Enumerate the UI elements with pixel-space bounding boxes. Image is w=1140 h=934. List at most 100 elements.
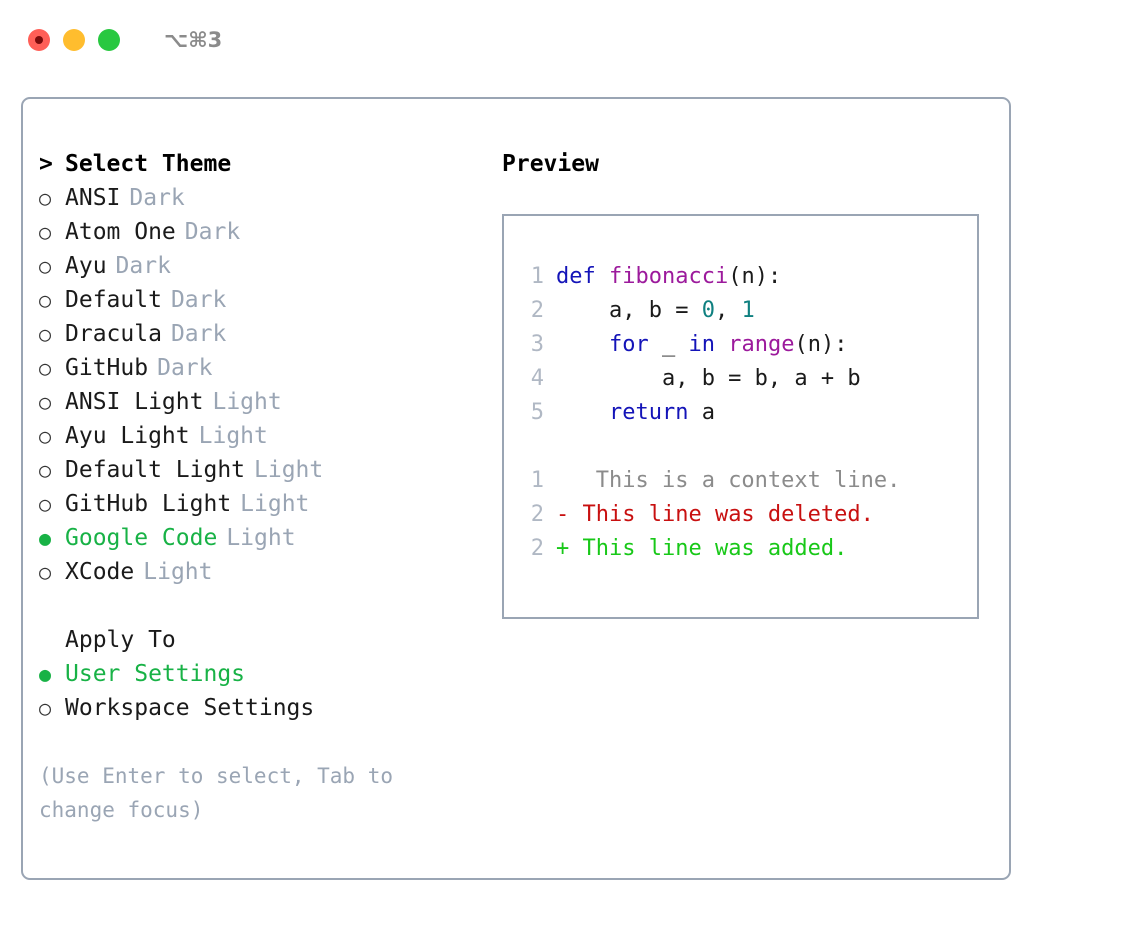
code-token: ,	[714, 298, 742, 323]
diff-marker	[556, 464, 569, 498]
keyboard-shortcut-label: ⌥⌘3	[164, 28, 223, 52]
code-token	[556, 396, 609, 430]
theme-option-tag: Dark	[115, 253, 171, 279]
code-token: a, b = b, a + b	[556, 366, 861, 391]
diff-marker: +	[556, 536, 570, 561]
code-token: range	[728, 332, 795, 357]
apply-to-option-label: User Settings	[65, 661, 246, 687]
diff-text: This line was added.	[569, 536, 848, 561]
window-titlebar: ⌥⌘3	[0, 0, 1140, 80]
theme-option-tag: Dark	[129, 185, 185, 211]
theme-option-tag: Light	[226, 525, 296, 551]
apply-to-option-label: Workspace Settings	[65, 695, 315, 721]
theme-option-label: Google Code	[65, 525, 218, 551]
close-dot-icon	[35, 36, 43, 44]
caret-icon: >	[39, 151, 53, 177]
diff-line-1: 2- This line was deleted.	[504, 498, 977, 532]
select-theme-label: Select Theme	[65, 151, 232, 177]
code-token: for	[608, 332, 649, 357]
radio-unselected-icon: ○	[39, 696, 52, 720]
theme-option-label: Atom One	[65, 219, 176, 245]
line-number: 3	[530, 332, 544, 357]
line-number: 2	[530, 536, 544, 561]
preview-title: Preview	[502, 151, 599, 177]
theme-option-label: ANSI Light	[65, 389, 204, 415]
code-token: (n):	[728, 264, 782, 289]
apply-to-label: Apply To	[65, 627, 176, 653]
radio-unselected-icon: ○	[39, 322, 52, 346]
diff-text: This is a context line.	[569, 468, 901, 493]
code-blank-line	[504, 430, 977, 464]
line-number: 4	[530, 366, 544, 391]
theme-option-tag: Dark	[157, 355, 213, 381]
select-theme-header: > Select Theme	[39, 147, 489, 181]
theme-option-label: Ayu	[65, 253, 107, 279]
keyboard-hint-text: (Use Enter to select, Tab to change focu…	[39, 764, 406, 822]
theme-option-tag: Light	[240, 491, 310, 517]
line-number: 2	[530, 298, 544, 323]
spacer	[39, 589, 489, 623]
theme-option-tag: Dark	[184, 219, 241, 245]
theme-option-label: Default Light	[65, 457, 246, 483]
code-line-2: 3 for _ in range(n):	[504, 328, 977, 362]
theme-option-label: GitHub Light	[65, 491, 232, 517]
code-token: in	[688, 332, 729, 357]
apply-to-option-0[interactable]: ● User Settings	[39, 657, 489, 691]
theme-option-tag: Light	[143, 559, 213, 585]
theme-option-label: Ayu Light	[65, 423, 190, 449]
apply-to-option-1[interactable]: ○ Workspace Settings	[39, 691, 489, 725]
theme-option-label: GitHub	[65, 355, 149, 381]
line-number: 5	[530, 400, 544, 425]
theme-option-label: ANSI	[65, 185, 121, 211]
code-line-3: 4 a, b = b, a + b	[504, 362, 977, 396]
code-token: fibonacci	[608, 264, 729, 289]
code-token: return	[608, 400, 689, 425]
code-line-4: 5 return a	[504, 396, 977, 430]
traffic-lights	[28, 29, 120, 51]
diff-sample-block: 1 This is a context line.2- This line wa…	[504, 464, 977, 566]
apply-to-header: ○ Apply To	[39, 623, 489, 657]
apply-to-marker-placeholder: ○	[39, 623, 65, 657]
code-line-1: 2 a, b = 0, 1	[504, 294, 977, 328]
close-button-icon[interactable]	[28, 29, 50, 51]
theme-option-label: Dracula	[65, 321, 162, 347]
radio-selected-icon: ●	[39, 526, 52, 550]
theme-option-tag: Dark	[170, 287, 227, 313]
theme-option-label: XCode	[65, 559, 135, 585]
theme-option-tag: Dark	[170, 321, 227, 347]
theme-option-tag: Light	[198, 423, 268, 449]
theme-option-2[interactable]: ○ Ayu Dark	[39, 249, 489, 283]
minimize-button-icon[interactable]	[63, 29, 85, 51]
radio-unselected-icon: ○	[39, 458, 52, 482]
radio-unselected-icon: ○	[39, 254, 52, 278]
theme-option-label: Default	[65, 287, 162, 313]
code-token: 1	[741, 298, 755, 323]
code-token: (n):	[794, 332, 848, 357]
theme-option-4[interactable]: ○ Dracula Dark	[39, 317, 489, 351]
maximize-button-icon[interactable]	[98, 29, 120, 51]
theme-option-5[interactable]: ○ GitHub Dark	[39, 351, 489, 385]
code-token: a, b =	[556, 298, 702, 323]
line-number: 2	[530, 502, 544, 527]
theme-option-8[interactable]: ○ Default Light Light	[39, 453, 489, 487]
radio-unselected-icon: ○	[39, 356, 52, 380]
line-number: 1	[530, 264, 544, 289]
code-token: a	[688, 400, 715, 425]
theme-option-tag: Light	[254, 457, 324, 483]
theme-option-10[interactable]: ● Google Code Light	[39, 521, 489, 555]
radio-selected-icon: ●	[39, 662, 52, 686]
